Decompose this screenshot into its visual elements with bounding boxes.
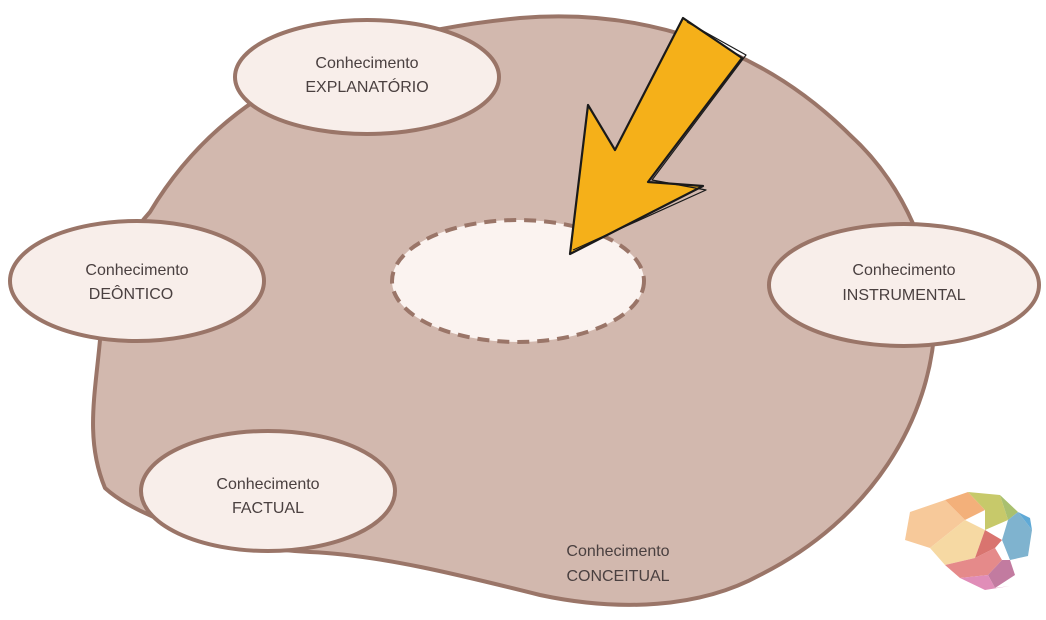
explanatorio-label-line1: Conhecimento xyxy=(315,55,418,72)
factual-label-line1: Conhecimento xyxy=(216,476,319,493)
deontico-label-line2: DEÔNTICO xyxy=(89,284,173,303)
factual-ellipse xyxy=(139,429,397,553)
instrumental-label-line2: INSTRUMENTAL xyxy=(842,287,965,304)
deontico-ellipse xyxy=(8,219,266,343)
deontico-label-line1: Conhecimento xyxy=(85,262,188,279)
central-empty-ellipse xyxy=(390,218,646,344)
explanatorio-label-line2: EXPLANATÓRIO xyxy=(305,77,428,96)
brain-logo-icon xyxy=(905,492,1032,590)
pointer-arrow-icon xyxy=(568,16,747,256)
instrumental-ellipse xyxy=(767,222,1041,348)
conceitual-label-line1: Conhecimento xyxy=(566,543,669,560)
explanatorio-ellipse xyxy=(233,18,501,136)
factual-label-line2: FACTUAL xyxy=(232,500,304,517)
conceitual-label-line2: CONCEITUAL xyxy=(566,568,669,585)
instrumental-label-line1: Conhecimento xyxy=(852,262,955,279)
